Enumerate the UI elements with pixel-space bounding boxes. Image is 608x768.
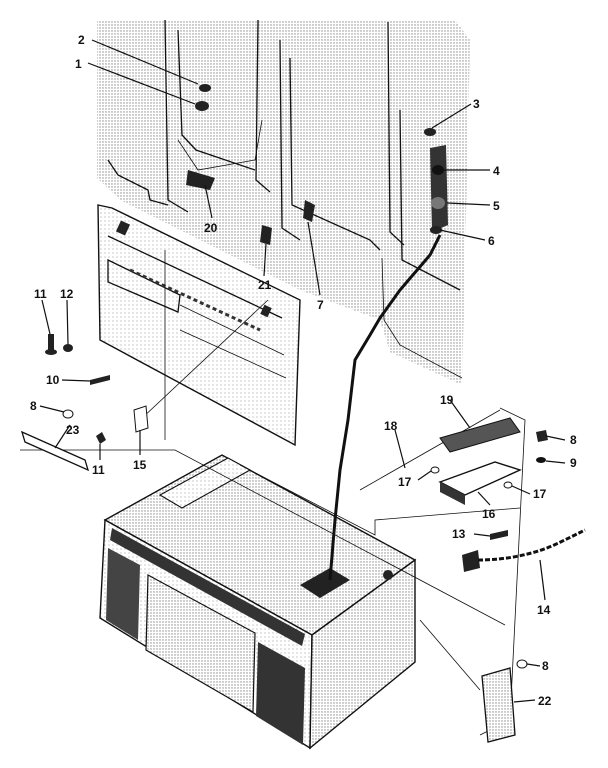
callout-1: 1 xyxy=(75,57,82,71)
callout-12: 12 xyxy=(60,287,74,301)
callout-13: 13 xyxy=(452,527,466,541)
callout-20: 20 xyxy=(204,221,218,235)
callout-14: 14 xyxy=(537,603,551,617)
hardware-parts xyxy=(20,84,586,743)
callout-21: 21 xyxy=(258,278,272,292)
callout-15: 15 xyxy=(133,458,147,472)
wall-cabinet xyxy=(97,19,470,385)
callout-9: 9 xyxy=(570,456,577,470)
callout-2: 2 xyxy=(78,33,85,47)
callout-23: 23 xyxy=(66,423,80,437)
callout-3: 3 xyxy=(473,97,480,111)
mounting-template xyxy=(97,204,301,447)
callout-22: 22 xyxy=(538,694,552,708)
callout-7: 7 xyxy=(317,298,324,312)
callout-8-lower: 8 xyxy=(542,659,549,673)
callout-19: 19 xyxy=(440,393,454,407)
leader-lines xyxy=(39,39,566,703)
callout-labels: 2 1 3 4 5 6 20 21 7 11 12 10 8 23 11 15 … xyxy=(30,33,577,708)
callout-10: 10 xyxy=(46,373,60,387)
callout-4: 4 xyxy=(493,164,500,178)
callout-18: 18 xyxy=(384,419,398,433)
callout-11-lower: 11 xyxy=(92,463,105,477)
callout-8-left: 8 xyxy=(30,399,37,413)
callout-5: 5 xyxy=(493,199,500,213)
callout-11-upper: 11 xyxy=(34,287,47,301)
callout-17-right: 17 xyxy=(533,487,547,501)
callout-17-left: 17 xyxy=(398,475,412,489)
microwave-oven xyxy=(99,454,417,750)
callout-6: 6 xyxy=(488,234,495,248)
callout-8-right: 8 xyxy=(570,433,577,447)
callout-16: 16 xyxy=(482,507,496,521)
projection-lines xyxy=(20,250,526,736)
power-cord xyxy=(328,234,442,581)
